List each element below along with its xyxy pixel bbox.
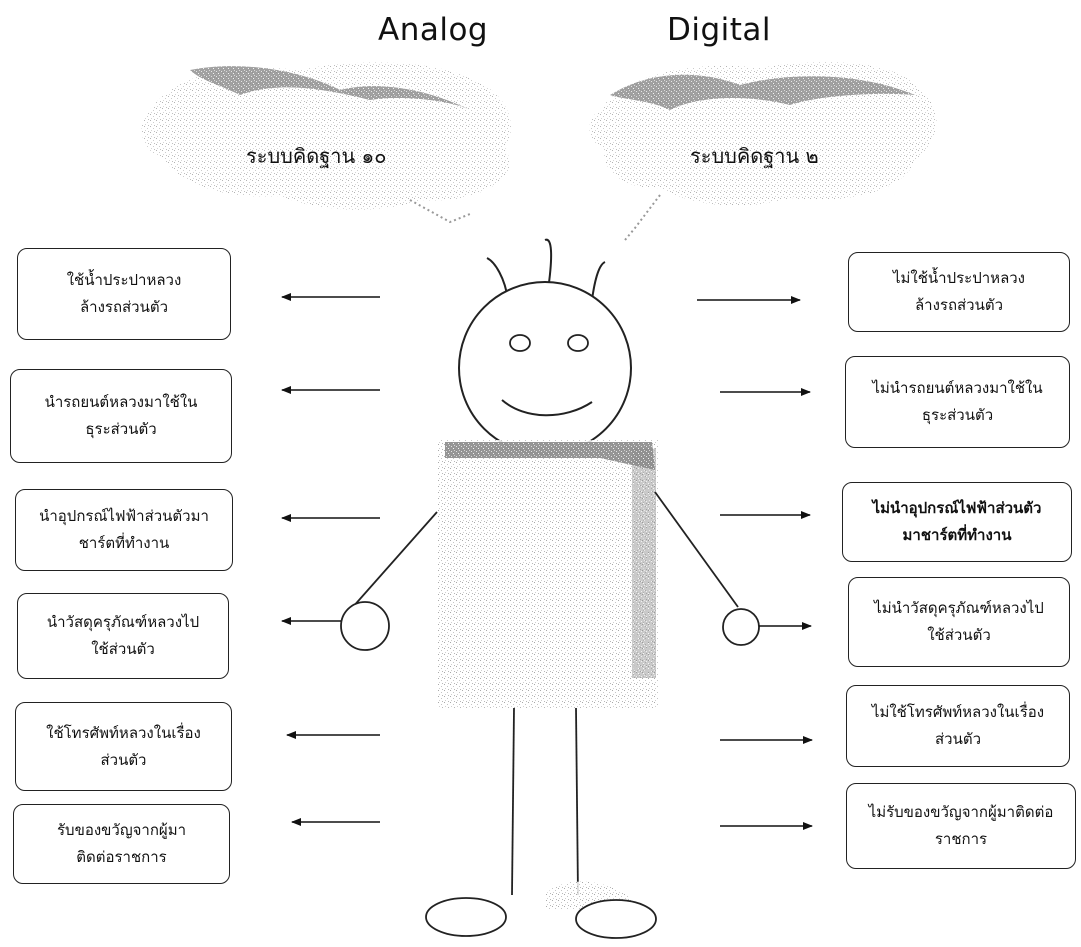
head [458, 281, 632, 455]
analog-box-1-text: ใช้น้ำประปาหลวง ล้างรถส่วนตัว [66, 271, 182, 316]
digital-box-6-text: ไม่รับของขวัญจากผู้มาติดต่อ ราชการ [868, 803, 1054, 848]
right-hand [722, 608, 760, 646]
left-hand [340, 601, 390, 651]
arms [351, 491, 739, 609]
thought-cloud-left [141, 62, 511, 224]
analog-box-3-text: นำอุปกรณ์ไฟฟ้าส่วนตัวมา ชาร์ตที่ทำงาน [39, 507, 209, 552]
digital-box-2-text: ไม่นำรถยนต์หลวงมาใช้ใน ธุระส่วนตัว [872, 379, 1043, 424]
arrows-left [281, 293, 380, 826]
smile [501, 399, 593, 417]
analog-box-2: นำรถยนต์หลวงมาใช้ใน ธุระส่วนตัว [10, 369, 232, 463]
digital-box-2: ไม่นำรถยนต์หลวงมาใช้ใน ธุระส่วนตัว [845, 356, 1070, 448]
digital-box-1-text: ไม่ใช้น้ำประปาหลวง ล้างรถส่วนตัว [892, 269, 1026, 314]
right-eye [567, 334, 589, 352]
digital-title: Digital [667, 12, 772, 48]
digital-box-3: ไม่นำอุปกรณ์ไฟฟ้าส่วนตัว มาชาร์ตที่ทำงาน [842, 482, 1072, 562]
analog-box-1: ใช้น้ำประปาหลวง ล้างรถส่วนตัว [17, 248, 231, 340]
digital-box-3-text: ไม่นำอุปกรณ์ไฟฟ้าส่วนตัว มาชาร์ตที่ทำงาน [872, 499, 1042, 544]
digital-box-4-text: ไม่นำวัสดุครุภัณฑ์หลวงไป ใช้ส่วนตัว [874, 599, 1044, 644]
legs [511, 707, 579, 896]
left-eye [509, 334, 531, 352]
left-foot [425, 897, 507, 937]
analog-title: Analog [378, 12, 489, 48]
digital-box-4: ไม่นำวัสดุครุภัณฑ์หลวงไป ใช้ส่วนตัว [848, 577, 1070, 667]
analog-box-5: ใช้โทรศัพท์หลวงในเรื่อง ส่วนตัว [15, 702, 232, 791]
analog-box-3: นำอุปกรณ์ไฟฟ้าส่วนตัวมา ชาร์ตที่ทำงาน [15, 489, 233, 571]
right-foot [575, 899, 657, 939]
analog-box-4-text: นำวัสดุครุภัณฑ์หลวงไป ใช้ส่วนตัว [46, 613, 200, 658]
digital-box-6: ไม่รับของขวัญจากผู้มาติดต่อ ราชการ [846, 783, 1076, 869]
arrows-right [697, 296, 813, 830]
analog-box-6: รับของขวัญจากผู้มา ติดต่อราชการ [13, 804, 230, 884]
analog-box-5-text: ใช้โทรศัพท์หลวงในเรื่อง ส่วนตัว [46, 723, 201, 769]
analog-box-6-text: รับของขวัญจากผู้มา ติดต่อราชการ [56, 821, 187, 866]
cloud-right-label: ระบบคิดฐาน ๒ [690, 144, 819, 168]
cloud-left-label: ระบบคิดฐาน ๑๐ [246, 144, 387, 168]
thought-cloud-right [589, 62, 937, 241]
digital-box-5: ไม่ใช้โทรศัพท์หลวงในเรื่อง ส่วนตัว [846, 685, 1070, 767]
body [438, 440, 658, 708]
analog-box-2-text: นำรถยนต์หลวงมาใช้ใน ธุระส่วนตัว [44, 393, 198, 438]
digital-box-5-text: ไม่ใช้โทรศัพท์หลวงในเรื่อง ส่วนตัว [871, 703, 1045, 748]
analog-box-4: นำวัสดุครุภัณฑ์หลวงไป ใช้ส่วนตัว [17, 593, 229, 679]
digital-box-1: ไม่ใช้น้ำประปาหลวง ล้างรถส่วนตัว [848, 252, 1070, 332]
